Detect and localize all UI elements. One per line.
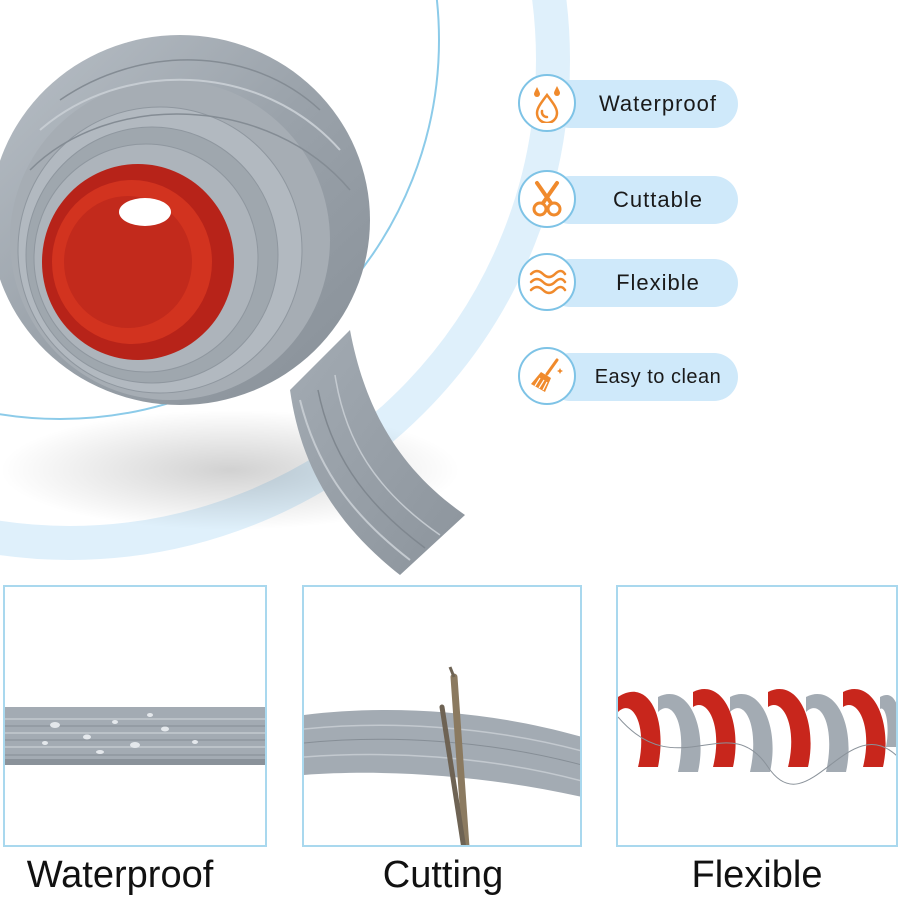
panel-caption-flexible: Flexible (691, 854, 823, 896)
feature-easy-to-clean: Easy to clean (518, 347, 738, 407)
feature-waterproof: Waterproof (518, 74, 738, 134)
feature-cuttable: Cuttable (518, 170, 738, 230)
panel-flexible (616, 585, 898, 847)
waves-icon (529, 269, 567, 295)
water-drops-icon (534, 86, 560, 123)
flexible-spiral-image (618, 689, 896, 785)
feature-pill: Easy to clean (546, 353, 738, 401)
feature-badge (518, 347, 576, 405)
panel-waterproof (3, 585, 267, 847)
scissors-icon (532, 181, 562, 217)
broom-icon (531, 358, 563, 392)
feature-label: Cuttable (613, 187, 703, 212)
feature-label: Easy to clean (594, 366, 722, 388)
feature-pill: Waterproof (546, 80, 738, 128)
panel-cutting (302, 585, 582, 847)
feature-flexible: Flexible (518, 253, 738, 313)
tape-roll-image (0, 35, 465, 575)
feature-label: Waterproof (598, 91, 717, 116)
feature-label: Flexible (616, 270, 700, 295)
waterproof-strip-image (5, 707, 265, 765)
feature-pill: Flexible (546, 259, 738, 307)
panel-caption-cutting: Cutting (382, 854, 504, 896)
feature-badge (518, 170, 576, 228)
feature-pill: Cuttable (546, 176, 738, 224)
feature-badge (518, 253, 576, 311)
feature-badge (518, 74, 576, 132)
panel-caption-waterproof: Waterproof (26, 854, 214, 896)
cutting-strip-image (304, 666, 580, 845)
